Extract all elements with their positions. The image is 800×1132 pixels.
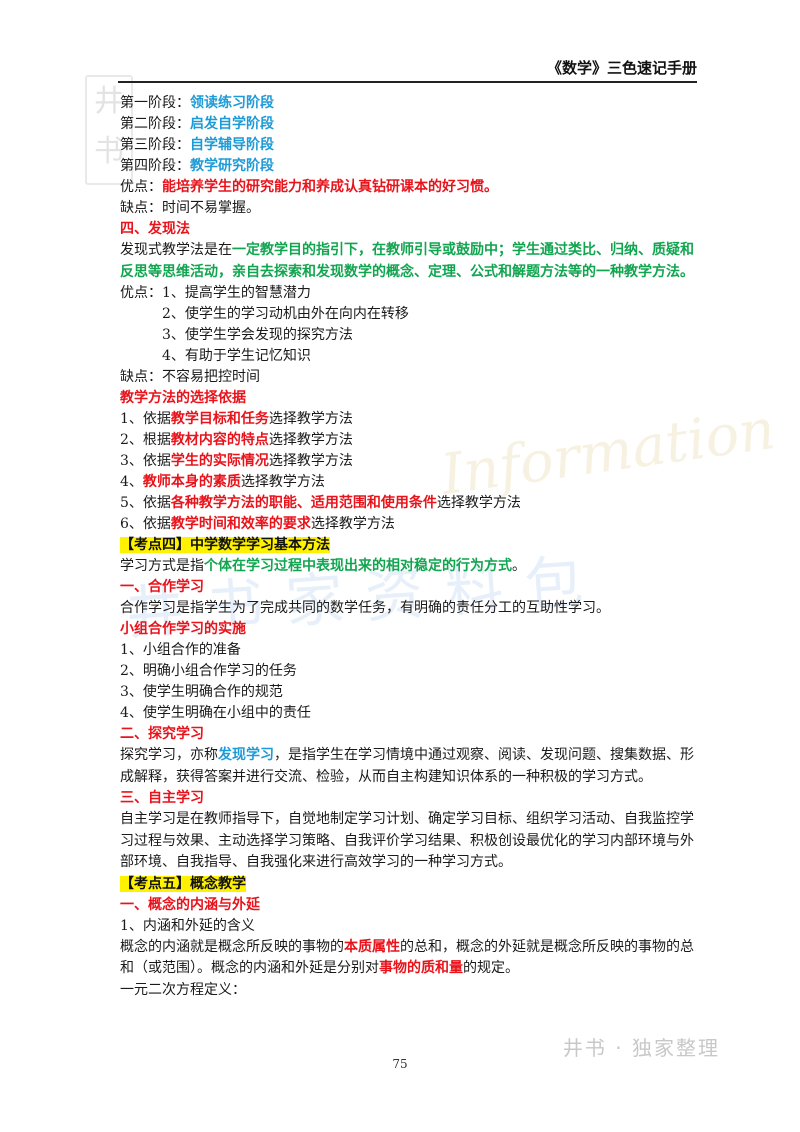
stage-line: 第一阶段：领读练习阶段 — [120, 95, 274, 111]
concept-definition: 概念的内涵就是概念所反映的事物的本质属性的总和，概念的外延就是概念所反映的事物的… — [120, 938, 694, 977]
basis-item: 6、依据教学时间和效率的要求选择教学方法 — [120, 516, 395, 532]
page-number: 75 — [392, 1057, 408, 1071]
section-heading-concept: 一、概念的内涵与外延 — [120, 896, 260, 913]
basis-item: 1、依据教学目标和任务选择教学方法 — [120, 411, 353, 427]
subheading-group-implementation: 小组合作学习的实施 — [120, 621, 246, 637]
discovery-cons: 缺点：不容易把控时间 — [120, 369, 260, 385]
pros-line: 优点：能培养学生的研究能力和养成认真钻研课本的好习惯。 — [120, 179, 498, 195]
section-heading-basis: 教学方法的选择依据 — [120, 390, 246, 406]
stage-line: 第三阶段：自学辅导阶段 — [120, 137, 274, 153]
cooperative-item: 2、明确小组合作学习的任务 — [120, 663, 297, 679]
cooperative-item: 1、小组合作的准备 — [120, 642, 241, 658]
basis-item: 3、依据学生的实际情况选择教学方法 — [120, 453, 353, 469]
inquiry-definition: 探究学习，亦称发现学习，是指学生在学习情境中通过观察、阅读、发现问题、搜集数据、… — [120, 747, 694, 785]
section-heading-inquiry: 二、探究学习 — [120, 726, 204, 742]
key-point-5-heading: 【考点五】概念教学 — [120, 875, 246, 892]
stage-line: 第四阶段：教学研究阶段 — [120, 158, 274, 174]
discovery-pros-item: 4、有助于学生记忆知识 — [162, 348, 311, 364]
page-content: 第一阶段：领读练习阶段 第二阶段：启发自学阶段 第三阶段：自学辅导阶段 第四阶段… — [120, 93, 705, 1001]
section-heading-cooperative: 一、合作学习 — [120, 579, 204, 595]
self-directed-definition: 自主学习是在教师指导下，自觉地制定学习计划、确定学习目标、组织学习活动、自我监控… — [120, 811, 694, 870]
learning-style-definition: 学习方式是指个体在学习过程中表现出来的相对稳定的行为方式。 — [120, 558, 526, 574]
header-title: 《数学》三色速记手册 — [546, 59, 697, 77]
corner-logo: 井书 — [85, 75, 133, 185]
concept-subheading: 1、内涵和外延的含义 — [120, 917, 255, 934]
discovery-definition: 发现式教学法是在一定教学目的指引下，在教师引导或鼓励中；学生通过类比、归纳、质疑… — [120, 242, 694, 280]
section-heading-self-directed: 三、自主学习 — [120, 790, 204, 806]
key-point-4-heading: 【考点四】中学数学学习基本方法 — [120, 537, 330, 553]
cooperative-definition: 合作学习是指学生为了完成共同的数学任务，有明确的责任分工的互助性学习。 — [120, 600, 610, 616]
cooperative-item: 4、使学生明确在小组中的责任 — [120, 705, 311, 721]
discovery-pros-item: 优点：1、提高学生的智慧潜力 — [120, 285, 311, 301]
section-heading-discovery: 四、发现法 — [120, 221, 190, 237]
discovery-pros-item: 3、使学生学会发现的探究方法 — [162, 327, 353, 343]
basis-item: 5、依据各种教学方法的职能、适用范围和使用条件选择教学方法 — [120, 495, 521, 511]
quadratic-definition-label: 一元二次方程定义： — [120, 981, 246, 998]
cons-line: 缺点：时间不易掌握。 — [120, 200, 260, 216]
basis-item: 2、根据教材内容的特点选择教学方法 — [120, 432, 353, 448]
discovery-pros-item: 2、使学生的学习动机由外在向内在转移 — [162, 306, 409, 322]
basis-item: 4、教师本身的素质选择教学方法 — [120, 474, 325, 490]
header-rule — [118, 81, 697, 83]
stage-line: 第二阶段：启发自学阶段 — [120, 116, 274, 132]
cooperative-item: 3、使学生明确合作的规范 — [120, 684, 283, 700]
